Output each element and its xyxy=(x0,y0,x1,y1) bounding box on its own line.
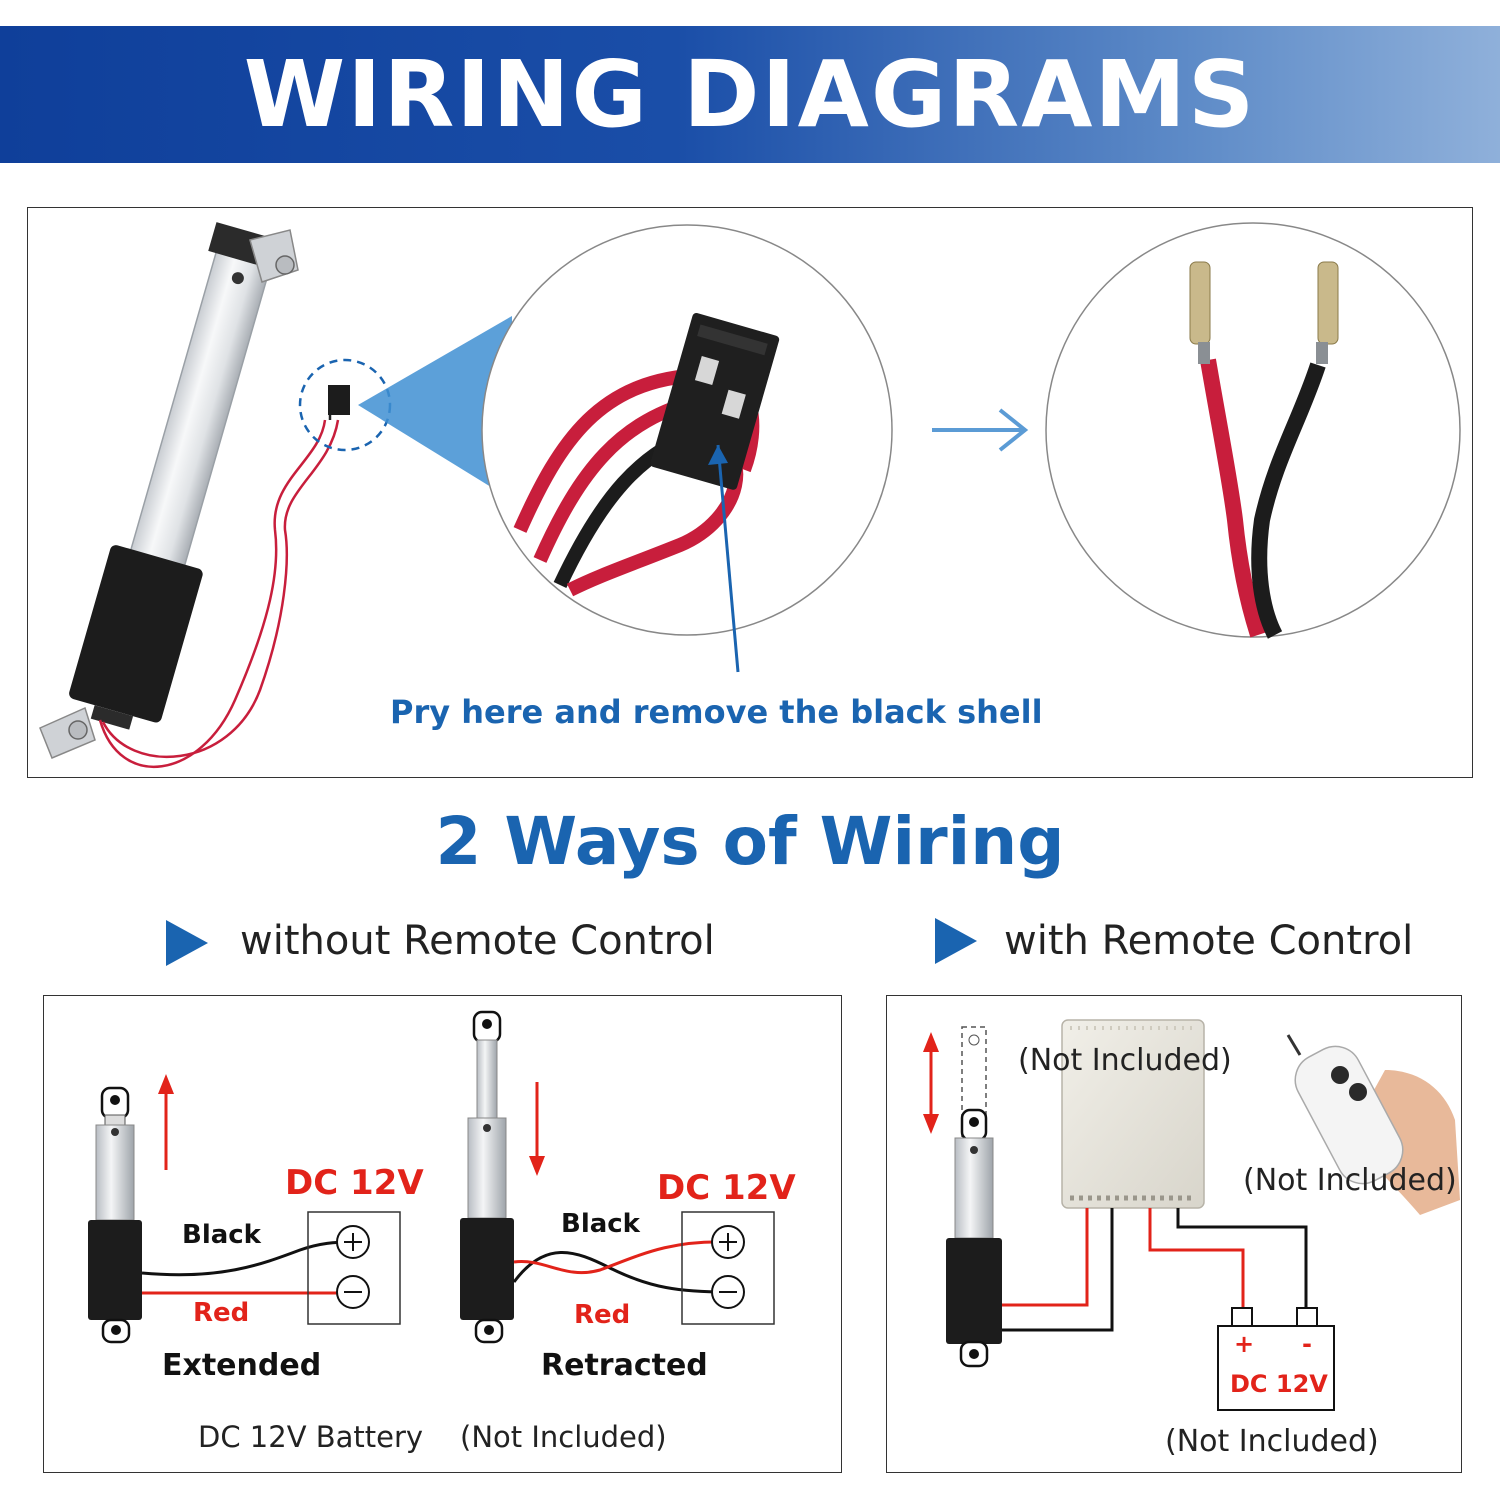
without-remote-heading: without Remote Control xyxy=(240,918,715,964)
retracted-state-label: Retracted xyxy=(541,1348,708,1383)
retracted-red-label: Red xyxy=(574,1300,631,1330)
remote-actuator xyxy=(946,1026,1002,1368)
retracted-black-label: Black xyxy=(561,1209,640,1239)
connector-zoom-circle xyxy=(481,224,893,673)
extended-arrow-up-icon xyxy=(158,1074,174,1170)
arrow-right-icon xyxy=(932,408,1029,452)
battery-minus-label: - xyxy=(1302,1330,1312,1358)
controller-not-included: (Not Included) xyxy=(1018,1043,1232,1078)
without-remote-panel xyxy=(43,995,842,1473)
extended-black-label: Black xyxy=(182,1220,261,1250)
updown-arrow-icon xyxy=(923,1032,939,1134)
battery-not-included: (Not Included) xyxy=(460,1420,667,1454)
play-triangle-icon xyxy=(166,920,208,966)
remote-battery-label: DC 12V xyxy=(1230,1370,1328,1398)
remote-battery-not-included: (Not Included) xyxy=(1165,1424,1379,1459)
extended-battery-box xyxy=(307,1211,401,1325)
play-triangle-icon xyxy=(935,918,977,964)
with-remote-heading: with Remote Control xyxy=(1004,918,1414,964)
extended-supply-label: DC 12V xyxy=(285,1163,424,1203)
extended-state-label: Extended xyxy=(162,1348,322,1383)
pry-instruction: Pry here and remove the black shell xyxy=(390,693,1043,731)
actuator-photo xyxy=(39,222,299,759)
extended-actuator xyxy=(88,1086,142,1344)
remote-receiver-box xyxy=(1061,1019,1205,1209)
zoom-cone xyxy=(358,316,512,500)
remote-not-included: (Not Included) xyxy=(1243,1163,1457,1198)
bare-wires-circle xyxy=(1045,222,1461,639)
retracted-wiring xyxy=(512,1240,729,1294)
remote-fob-photo xyxy=(1286,1034,1460,1215)
battery-note: DC 12V Battery xyxy=(198,1420,424,1454)
remote-wiring xyxy=(1002,1208,1308,1332)
ways-title: 2 Ways of Wiring xyxy=(435,803,1065,880)
header-banner xyxy=(0,26,1500,163)
connector-small xyxy=(328,385,350,415)
retracted-arrow-down-icon xyxy=(529,1082,545,1176)
retracted-actuator xyxy=(460,1010,514,1344)
extended-red-label: Red xyxy=(193,1298,250,1328)
battery-plus-label: + xyxy=(1234,1330,1255,1358)
extended-wiring xyxy=(141,1240,353,1295)
remote-battery xyxy=(1217,1307,1335,1411)
retracted-battery-box xyxy=(681,1211,775,1325)
retracted-supply-label: DC 12V xyxy=(657,1168,796,1208)
page-title: WIRING DIAGRAMS xyxy=(243,41,1257,148)
